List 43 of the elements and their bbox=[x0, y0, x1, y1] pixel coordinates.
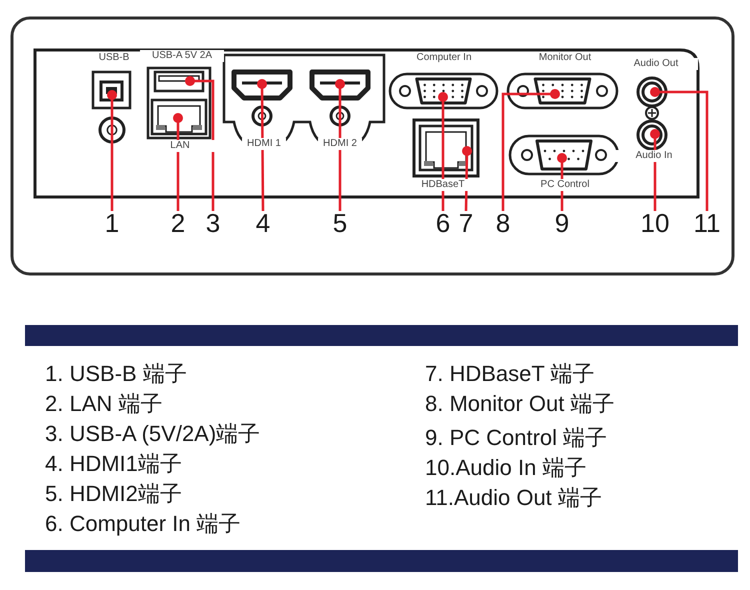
callout-number: 6 bbox=[432, 209, 454, 237]
port-description: 9. PC Control 端子 bbox=[425, 425, 608, 451]
port-label: HDMI 2 bbox=[318, 138, 362, 150]
serial-port-icon bbox=[508, 134, 620, 176]
leader-line bbox=[173, 113, 183, 211]
usb-port-icon bbox=[154, 70, 204, 92]
callout-number: 3 bbox=[202, 209, 224, 237]
vga-port-icon bbox=[388, 72, 498, 110]
callout-number: 11 bbox=[687, 209, 727, 237]
port-description: 7. HDBaseT 端子 bbox=[425, 361, 595, 387]
leader-line bbox=[257, 79, 267, 211]
callout-number: 7 bbox=[455, 209, 477, 237]
leader-line bbox=[502, 89, 560, 211]
hdmi-port-icon bbox=[232, 70, 292, 100]
callout-number: 8 bbox=[492, 209, 514, 237]
port-description: 3. USB-A (5V/2A)端子 bbox=[45, 421, 260, 447]
port-description: 2. LAN 端子 bbox=[45, 391, 162, 417]
ethernet-port-icon bbox=[412, 118, 480, 178]
port-label: HDMI 1 bbox=[242, 138, 286, 150]
ethernet-port-icon bbox=[150, 98, 208, 136]
leader-line bbox=[107, 90, 117, 211]
leader-line bbox=[650, 129, 660, 211]
leader-line bbox=[335, 79, 345, 211]
port-description: 4. HDMI1端子 bbox=[45, 451, 182, 477]
leader-line bbox=[185, 76, 214, 211]
port-description: 10.Audio In 端子 bbox=[425, 455, 586, 481]
leader-line bbox=[650, 87, 708, 211]
callout-number: 10 bbox=[635, 209, 675, 237]
port-description: 11.Audio Out 端子 bbox=[425, 485, 602, 511]
port-description: 6. Computer In 端子 bbox=[45, 511, 241, 537]
callout-number: 5 bbox=[329, 209, 351, 237]
leader-line bbox=[438, 92, 448, 211]
callout-number: 9 bbox=[551, 209, 573, 237]
port-description: 1. USB-B 端子 bbox=[45, 361, 187, 387]
callout-number: 2 bbox=[167, 209, 189, 237]
usb-port-icon bbox=[92, 70, 132, 110]
callout-number: 1 bbox=[101, 209, 123, 237]
callout-number: 4 bbox=[252, 209, 274, 237]
port-description: 5. HDMI2端子 bbox=[45, 481, 182, 507]
port-description: 8. Monitor Out 端子 bbox=[425, 391, 615, 417]
vga-port-icon bbox=[506, 72, 618, 110]
hdmi-port-icon bbox=[310, 70, 370, 100]
port-label: USB-A 5V 2A bbox=[140, 50, 224, 62]
